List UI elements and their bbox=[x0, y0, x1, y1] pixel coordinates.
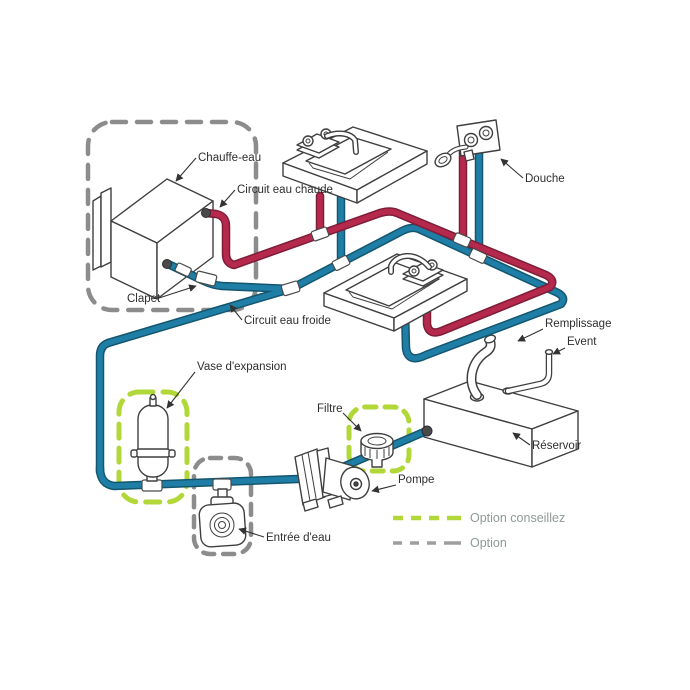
label-event: Event bbox=[567, 336, 597, 348]
annotations: Chauffe-eau Circuit eau chaude Clapet Ci… bbox=[127, 152, 611, 544]
water-tank bbox=[423, 334, 579, 468]
leader-circuit-eau-froide bbox=[229, 304, 243, 321]
leader-entree-eau bbox=[238, 527, 265, 538]
faucet-knob bbox=[408, 265, 420, 277]
hot-outlet-port bbox=[201, 208, 211, 218]
optional-zone-water-inlet bbox=[191, 455, 254, 557]
tee-fitting bbox=[310, 226, 330, 242]
legend: Option conseillez Option bbox=[393, 511, 565, 550]
leader-douche bbox=[500, 158, 524, 179]
leader-filtre bbox=[342, 412, 362, 432]
water-heater bbox=[92, 178, 214, 300]
label-douche: Douche bbox=[525, 173, 565, 185]
leader-clapet bbox=[158, 284, 197, 299]
pump bbox=[294, 447, 370, 512]
shower-knob bbox=[478, 125, 494, 141]
tee-fitting bbox=[452, 232, 472, 248]
label-circuit-eau-chaude: Circuit eau chaude bbox=[237, 184, 333, 196]
leader-vase-expansion bbox=[166, 371, 196, 409]
leader-reservoir bbox=[512, 432, 531, 446]
check-valve bbox=[194, 270, 218, 287]
label-remplissage: Remplissage bbox=[545, 318, 611, 330]
hot-water-circuit bbox=[201, 143, 557, 337]
tee-fitting bbox=[280, 280, 301, 297]
leader-pompe bbox=[371, 484, 397, 494]
leader-chauffe-eau bbox=[175, 157, 197, 182]
tee-fitting bbox=[331, 255, 351, 271]
legend-optional-label: Option bbox=[470, 536, 507, 550]
tee-fitting bbox=[468, 248, 488, 264]
kitchen-sink bbox=[282, 126, 428, 204]
label-reservoir: Réservoir bbox=[532, 440, 581, 452]
pipe-fittings bbox=[174, 226, 488, 297]
bathroom-sink bbox=[323, 253, 468, 332]
label-filtre: Filtre bbox=[317, 403, 343, 415]
shower-knob bbox=[463, 132, 479, 148]
label-entree-eau: Entrée d'eau bbox=[266, 532, 331, 544]
water-inlet bbox=[198, 478, 247, 548]
legend-recommended-label: Option conseillez bbox=[470, 511, 565, 525]
pipe-coupler bbox=[174, 262, 192, 277]
leader-circuit-eau-chaude bbox=[219, 189, 236, 208]
leader-remplissage bbox=[517, 328, 544, 342]
expansion-vessel bbox=[130, 393, 176, 492]
shower bbox=[434, 119, 501, 168]
label-circuit-eau-froide: Circuit eau froide bbox=[244, 315, 331, 327]
leader-event bbox=[552, 347, 566, 355]
label-chauffe-eau: Chauffe-eau bbox=[198, 152, 261, 164]
tank-outlet-port bbox=[421, 425, 433, 437]
shower-head bbox=[434, 152, 452, 168]
water-filter bbox=[360, 432, 394, 468]
faucet-knob bbox=[302, 135, 314, 147]
label-pompe: Pompe bbox=[398, 474, 434, 486]
recommended-zone-expansion-vessel bbox=[116, 389, 190, 505]
label-clapet: Clapet bbox=[127, 293, 161, 305]
cold-inlet-port bbox=[162, 259, 172, 269]
label-vase-expansion: Vase d'expansion bbox=[197, 361, 287, 373]
optional-zone-water-heater bbox=[85, 119, 259, 313]
